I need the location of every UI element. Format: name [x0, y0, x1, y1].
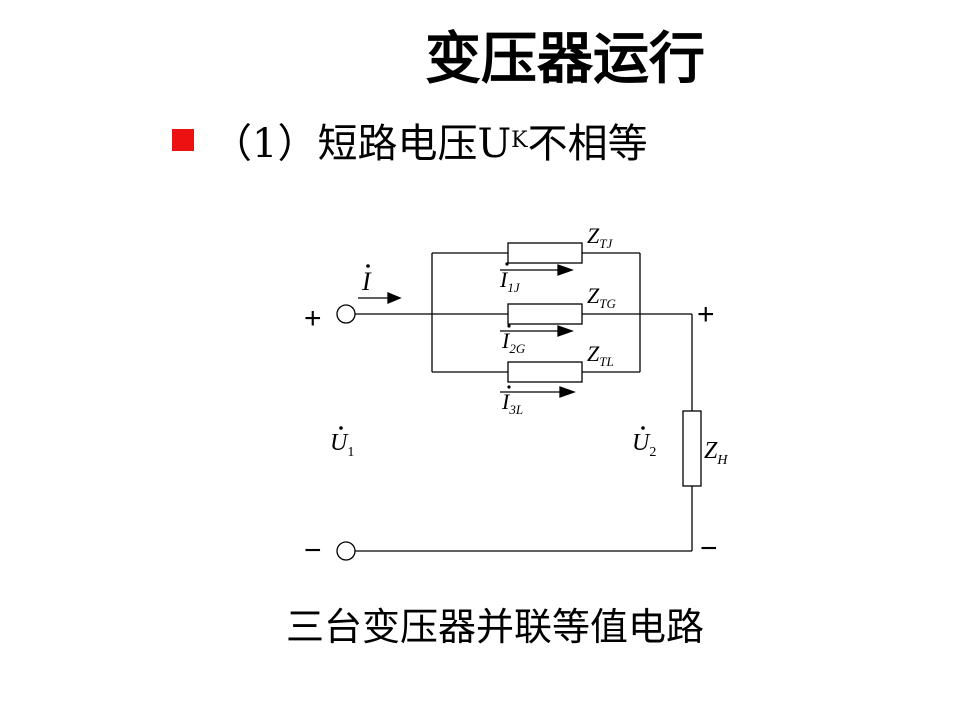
arrow-right-icon — [557, 264, 574, 276]
input-terminal-top — [336, 304, 356, 324]
diagram-caption: 三台变压器并联等值电路 — [285, 605, 704, 649]
input-voltage-label: U1 — [330, 430, 354, 460]
arrow-right-icon — [557, 325, 574, 337]
bullet-square-icon — [172, 129, 194, 151]
branch2-impedance — [507, 303, 583, 325]
bullet-text-suffix: 不相等 — [527, 121, 648, 167]
arrow-right-icon — [387, 292, 402, 304]
total-current-label: I — [361, 267, 372, 296]
output-minus-label: − — [700, 532, 718, 565]
bullet-text-subscript: K — [511, 127, 528, 153]
branch3-impedance — [507, 361, 583, 383]
load-impedance — [682, 410, 702, 487]
branch2-current-label: I2G — [501, 328, 526, 356]
arrow-right-icon — [559, 386, 576, 398]
branch1-current-label: I1J — [499, 267, 521, 295]
bullet-text-prefix: （1）短路电压U — [212, 121, 512, 167]
branch3-impedance-label: ZTL — [587, 341, 614, 369]
branch2-impedance-label: ZTG — [587, 283, 616, 311]
load-impedance-label: ZH — [704, 438, 728, 468]
branch1-impedance-label: ZTJ — [587, 223, 613, 251]
input-minus-label: − — [304, 534, 322, 567]
output-plus-label: + — [697, 298, 715, 331]
input-plus-label: + — [304, 302, 322, 335]
slide-title: 变压器运行 — [425, 27, 705, 92]
output-voltage-label: U2 — [632, 430, 656, 460]
branch1-impedance — [507, 242, 583, 264]
input-terminal-bottom — [336, 541, 356, 561]
branch3-current-label: I3L — [501, 389, 523, 417]
